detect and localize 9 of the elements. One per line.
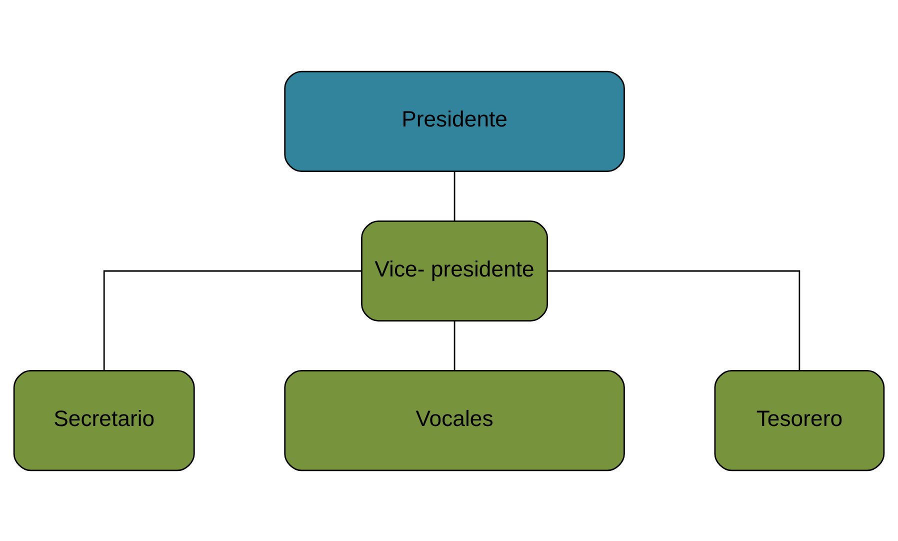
node-box: Vice- presidente xyxy=(361,220,548,322)
node-box: Tesorero xyxy=(714,370,885,471)
connector xyxy=(454,320,456,370)
node-box: Secretario xyxy=(13,370,195,471)
connector xyxy=(103,270,362,370)
connector xyxy=(454,171,456,220)
connector xyxy=(547,270,800,370)
node-box: Vocales xyxy=(284,370,625,471)
node-box: Presidente xyxy=(284,70,625,172)
